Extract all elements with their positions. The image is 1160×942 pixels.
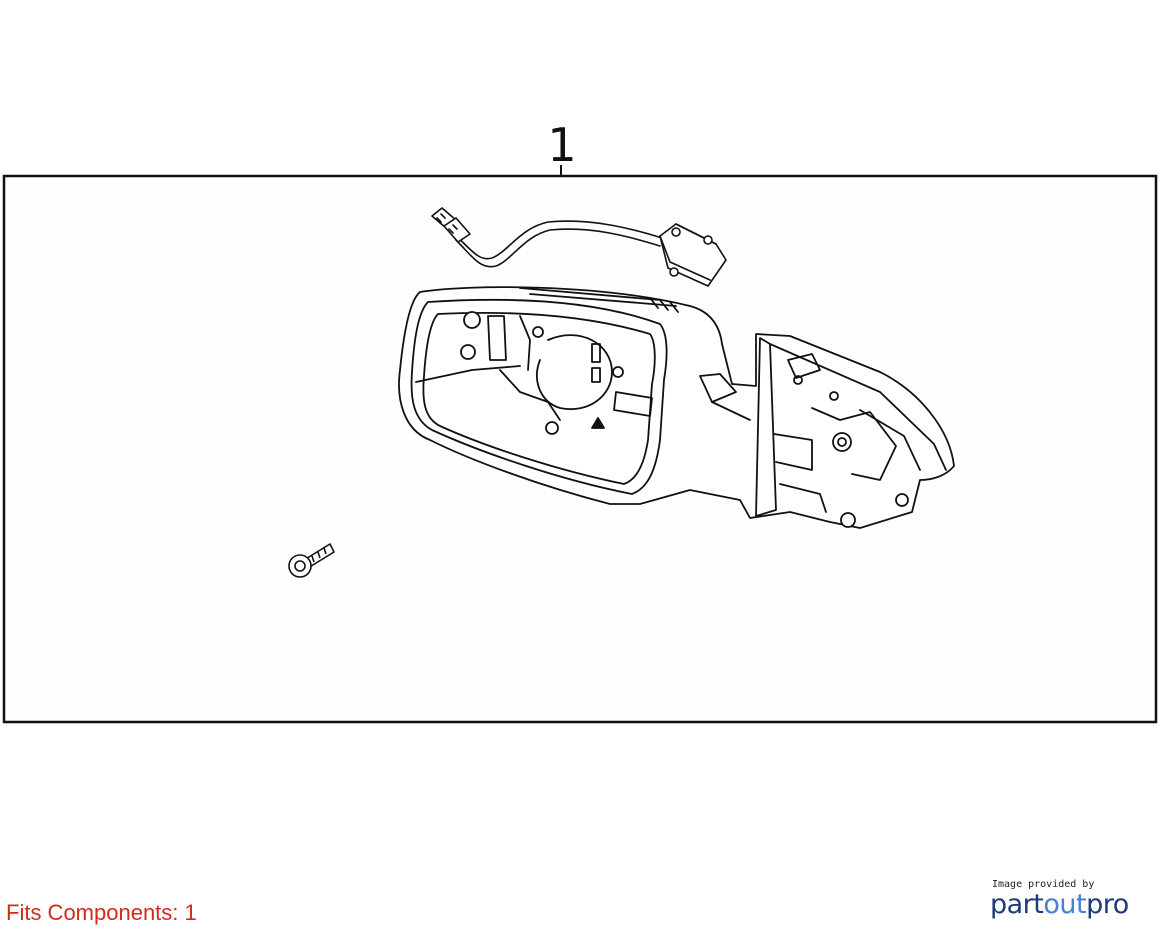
logo-part2: out: [1043, 889, 1087, 920]
mounting-bolt: [288, 543, 335, 578]
partoutpro-logo: partoutpro: [990, 887, 1129, 923]
callout-number: 1: [547, 118, 577, 172]
wiring-harness: [431, 207, 727, 287]
mirror-housing: [398, 286, 955, 529]
logo-part3: pro: [1086, 889, 1129, 920]
image-credit-text: Image provided by: [992, 879, 1095, 890]
fits-components-text: Fits Components: 1: [6, 900, 197, 925]
logo-part1: part: [990, 889, 1044, 920]
